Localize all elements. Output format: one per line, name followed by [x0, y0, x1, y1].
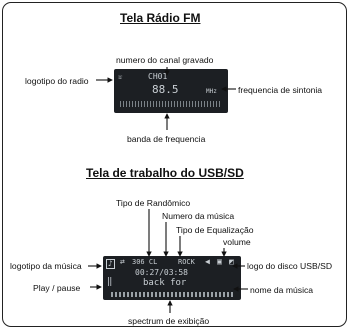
- play-pause-icon: ‖: [107, 277, 113, 287]
- music-logo-icon: ♪: [106, 259, 115, 269]
- label-track-number: Numero da música: [162, 211, 235, 221]
- usb-track-display: 306 CL: [132, 258, 158, 266]
- label-volume: volume: [223, 237, 251, 247]
- fm-title: Tela Rádio FM: [120, 11, 201, 25]
- usb-lcd-screen: ♪ ⇄ 306 CL ROCK ◀ ▣ ◩ 00:27/03:58 ‖ back…: [103, 256, 241, 300]
- label-channel-number: numero do canal gravado: [116, 55, 214, 65]
- fm-band-scale: [120, 101, 220, 107]
- usb-time-display: 00:27/03:58: [135, 268, 188, 277]
- label-disk-logo: logo do disco USB/SD: [247, 261, 333, 271]
- label-music-logo: logotipo da música: [10, 261, 82, 271]
- usb-eq-display: ROCK: [178, 258, 195, 266]
- sd-card-icon: ◩: [229, 257, 234, 266]
- fm-lcd-screen: ☏ CH01 88.5 MHz: [114, 69, 228, 113]
- label-tuning-frequency: frequencia de sintonia: [238, 85, 323, 95]
- fm-channel-display: CH01: [148, 72, 168, 81]
- diagram-frame: [2, 2, 347, 327]
- label-random-type: Tipo de Randômico: [116, 198, 191, 208]
- fm-frequency-display: 88.5: [152, 83, 179, 96]
- label-play-pause: Play / pause: [33, 283, 81, 293]
- usb-disk-icon: ▣: [217, 257, 222, 266]
- spectrum-bars: [111, 292, 233, 297]
- label-song-name: nome da música: [250, 285, 314, 295]
- label-radio-logo: logotipo do radio: [25, 76, 89, 86]
- random-type-icon: ⇄: [120, 257, 125, 266]
- volume-icon: ◀: [205, 257, 210, 266]
- usb-title: Tela de trabalho do USB/SD: [86, 166, 244, 180]
- label-frequency-band: banda de frequencia: [127, 134, 206, 144]
- label-eq-type: Tipo de Equalização: [176, 225, 254, 235]
- radio-logo-icon: ☏: [118, 73, 123, 81]
- fm-unit-display: MHz: [206, 88, 217, 95]
- label-spectrum: spectrum de exibição: [128, 316, 210, 326]
- usb-song-display: back for: [143, 278, 187, 288]
